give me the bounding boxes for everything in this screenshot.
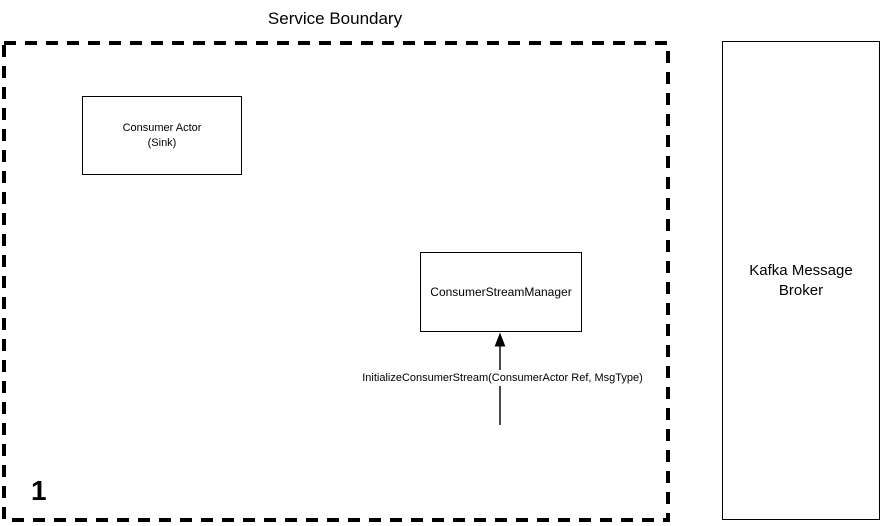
- consumer-stream-manager-node[interactable]: ConsumerStreamManager: [420, 252, 582, 332]
- message-arrowhead-icon: [494, 332, 506, 347]
- service-boundary-outline: [2, 41, 670, 522]
- kafka-message-broker-label: Kafka Message Broker: [749, 261, 853, 299]
- consumer-actor-label-line1: Consumer Actor: [122, 121, 202, 134]
- initialize-consumer-stream-message-label: InitializeConsumerStream(ConsumerActor R…: [345, 370, 660, 386]
- boundary-index-label: 1: [31, 475, 47, 506]
- kafka-message-broker-node[interactable]: Kafka Message Broker: [722, 41, 880, 520]
- consumer-stream-manager-label: ConsumerStreamManager: [430, 284, 572, 299]
- service-boundary-title: Service Boundary: [267, 9, 403, 28]
- consumer-actor-label-line2: (Sink): [147, 136, 177, 149]
- consumer-actor-node[interactable]: Consumer Actor (Sink): [82, 96, 242, 175]
